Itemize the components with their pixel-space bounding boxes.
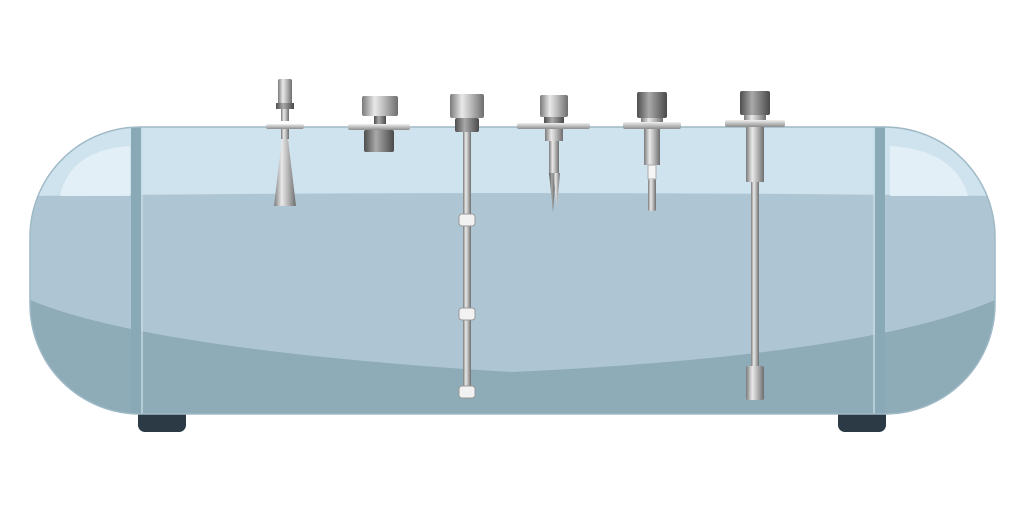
magnetostrictive-float-probe-icon — [450, 94, 484, 399]
horizontal-tank-icon — [30, 127, 995, 414]
tuning-fork-switch-icon — [517, 95, 590, 213]
radar-horn-antenna-icon — [266, 79, 304, 206]
ultrasonic-transmitter-icon — [348, 96, 410, 152]
long-rod-probe-icon — [725, 91, 785, 400]
short-rod-probe-icon — [623, 92, 681, 211]
